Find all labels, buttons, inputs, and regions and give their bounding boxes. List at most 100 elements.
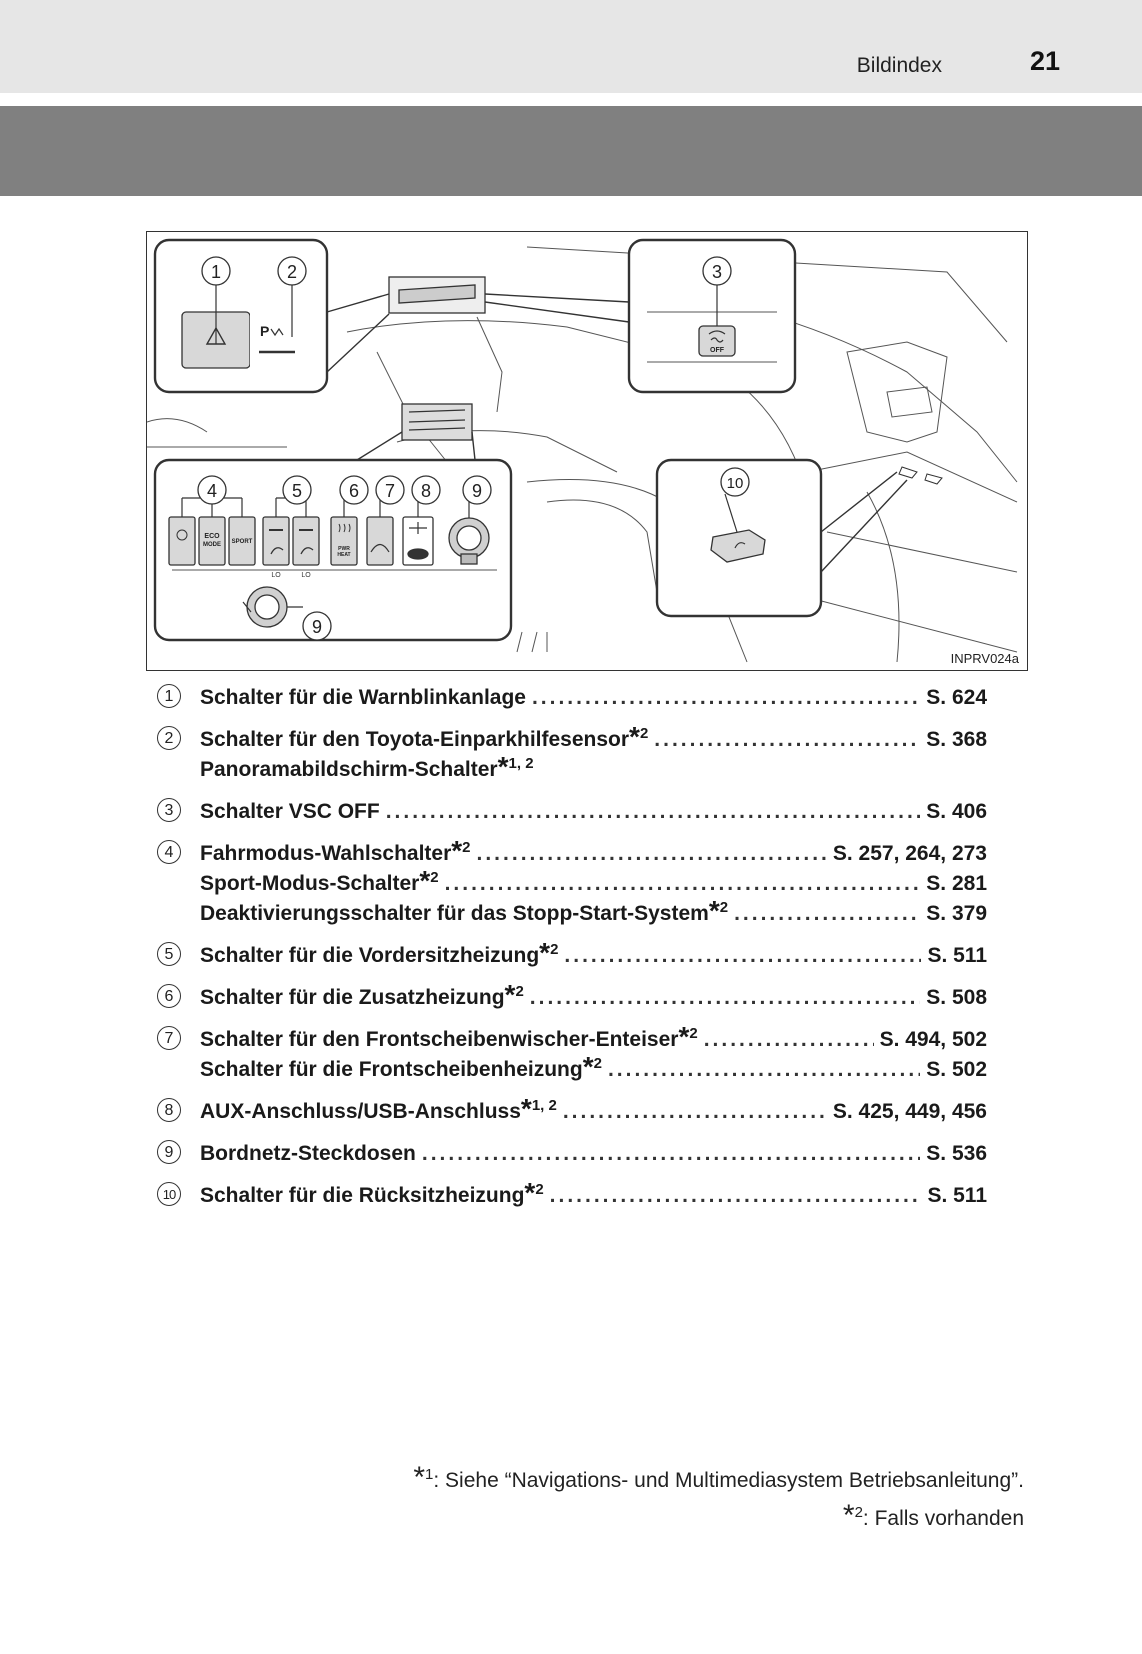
vsc-skid-icon — [708, 330, 726, 343]
leader-dots — [608, 1055, 920, 1085]
footnote-star: * — [504, 979, 516, 1010]
callout-3-text: 3 — [712, 262, 722, 282]
entry-number: 9 — [157, 1140, 181, 1164]
entry-label: Sport-Modus-Schalter*2 — [200, 867, 439, 899]
entry-number: 2 — [157, 726, 181, 750]
entry-line: Schalter für die Vordersitzheizung*2S. 5… — [200, 939, 987, 971]
page-reference: S. 406 — [926, 800, 987, 823]
entry-line: AUX-Anschluss/USB-Anschluss*1, 2S. 425, … — [200, 1095, 987, 1127]
entry-line: Schalter für die Zusatzheizung*2 S. 508 — [200, 981, 987, 1013]
callout-1-text: 1 — [211, 262, 221, 282]
footnote-mark: 1 — [425, 1466, 434, 1483]
footnote-ref: 2 — [430, 869, 439, 886]
pwr-text: PWR — [338, 546, 350, 552]
chapter-band — [0, 106, 1142, 196]
heat-text: HEAT — [337, 552, 350, 558]
entry-line: Schalter für die Rücksitzheizung*2 S. 511 — [200, 1179, 987, 1211]
footnote: *2: Falls vorhanden — [413, 1500, 1024, 1538]
callout-8 — [411, 475, 441, 505]
page-reference: S. 508 — [926, 986, 987, 1009]
footnote-mark: 2 — [854, 1504, 863, 1521]
entry-line: Schalter für den Toyota-Einparkhilfesens… — [200, 723, 987, 755]
callout-9 — [462, 475, 492, 505]
drive-mode-button-a — [168, 516, 196, 566]
eco-mode-button — [198, 516, 226, 566]
entry-label-text: Schalter für die Rücksitzheizung — [200, 1184, 525, 1207]
footnote-star: * — [497, 751, 509, 782]
figure-code: INPRV024a — [950, 651, 1019, 666]
entry-label: Fahrmodus-Wahlschalter*2 — [200, 837, 471, 869]
entry-label: Schalter für den Frontscheibenwischer-En… — [200, 1023, 698, 1055]
leader-dots — [550, 1181, 922, 1211]
entry-label-text: Deaktivierungsschalter für das Stopp-Sta… — [200, 902, 709, 925]
footnote-ref: 1, 2 — [508, 755, 534, 772]
entry-label-text: Panoramabildschirm-Schalter — [200, 758, 498, 781]
entry-label-text: Schalter für den Toyota-Einparkhilfesens… — [200, 728, 630, 751]
svg-text:P: P — [260, 323, 269, 339]
entry-label-text: Fahrmodus-Wahlschalter — [200, 842, 452, 865]
leader-dots — [563, 1097, 827, 1127]
entry-line: Schalter für die WarnblinkanlageS. 624 — [200, 683, 987, 713]
entry-label: Schalter VSC OFF — [200, 797, 380, 827]
footnote-ref: 1, 2 — [531, 1097, 557, 1114]
footnote-ref: 2 — [639, 725, 649, 742]
callout-5 — [282, 475, 312, 505]
callout-1 — [201, 256, 231, 286]
entry-number: 10 — [157, 1182, 181, 1206]
callout-9-text: 9 — [472, 481, 482, 501]
dashboard-illustration: P OFF ECO MODE SPORT LO LO — [146, 231, 1028, 671]
leader-dots — [477, 839, 827, 869]
entry-line: Sport-Modus-Schalter*2 S. 281 — [200, 867, 987, 899]
footnote: *1: Siehe “Navigations- und Multimediasy… — [413, 1462, 1024, 1500]
footnote-star: * — [419, 865, 431, 896]
callout-4-text: 4 — [207, 481, 217, 501]
entry-line: Bordnetz-SteckdosenS. 536 — [200, 1139, 987, 1169]
footnote-star: * — [539, 937, 551, 968]
inset-vsc-off — [627, 238, 797, 394]
header-band — [0, 0, 1142, 93]
entry-label: Schalter für die Zusatzheizung*2 — [200, 981, 524, 1013]
footnotes: *1: Siehe “Navigations- und Multimediasy… — [413, 1462, 1024, 1538]
entry-label-text: Schalter für die Vordersitzheizung — [200, 944, 540, 967]
footnote-ref: 2 — [689, 1025, 698, 1042]
seat-heater-right-button — [292, 516, 320, 566]
usb-icon — [409, 522, 427, 534]
entry-line: Fahrmodus-Wahlschalter*2S. 257, 264, 273 — [200, 837, 987, 869]
entry-line: Deaktivierungsschalter für das Stopp-Sta… — [200, 897, 987, 929]
footnote-star: * — [678, 1021, 690, 1052]
page-reference: S. 536 — [926, 1142, 987, 1165]
leader-dots — [422, 1139, 920, 1169]
index-entry: 10 Schalter für die Rücksitzheizung*2 S. 5… — [157, 1179, 987, 1211]
leader-dots — [532, 683, 920, 713]
seat-heater-left-button — [262, 516, 290, 566]
footnote-ref: 2 — [462, 839, 471, 856]
entry-label: Schalter für die Warnblinkanlage — [200, 683, 526, 713]
windshield-icon — [370, 543, 390, 553]
page-reference: S. 281 — [926, 872, 987, 895]
callout-7-text: 7 — [385, 481, 395, 501]
callout-10 — [720, 467, 750, 497]
mode-text: MODE — [203, 542, 221, 548]
entry-label: Schalter für die Rücksitzheizung*2 — [200, 1179, 544, 1211]
callout-3 — [702, 256, 732, 286]
callout-6 — [339, 475, 369, 505]
index-entry: 2 Schalter für den Toyota-Einparkhilfesen… — [157, 723, 987, 785]
callout-6-text: 6 — [349, 481, 359, 501]
page-reference: S. 511 — [927, 1184, 987, 1207]
wiper-deicer-button — [366, 516, 394, 566]
callout-8-text: 8 — [421, 481, 431, 501]
leader-dots — [445, 869, 921, 899]
callout-4 — [197, 475, 227, 505]
leader-dots — [386, 797, 921, 827]
footnote-ref: 2 — [593, 1055, 602, 1072]
entry-number: 6 — [157, 984, 181, 1008]
entry-line: Schalter VSC OFF S. 406 — [200, 797, 987, 827]
leader-dots — [654, 725, 920, 755]
rear-seat-heater-button — [710, 529, 766, 563]
